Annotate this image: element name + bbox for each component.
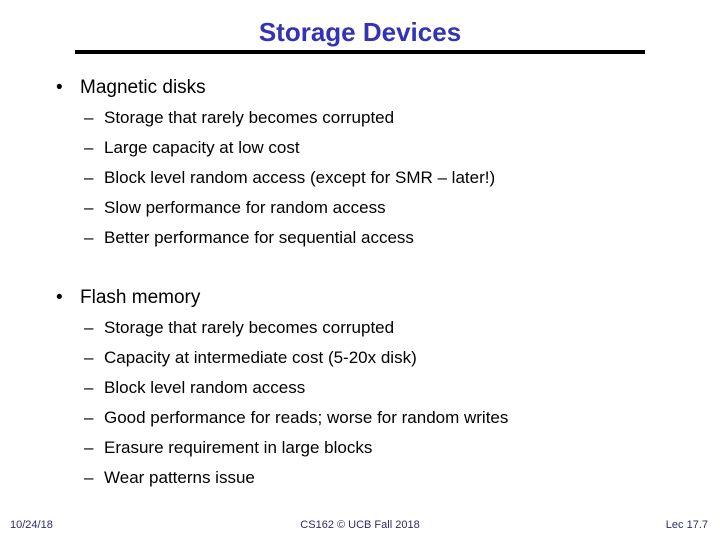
bullet-dash-icon: – xyxy=(84,438,94,457)
sub-bullet-item: – Better performance for sequential acce… xyxy=(0,223,720,253)
title-underline-rule xyxy=(75,50,645,54)
sub-bullet-label: Storage that rarely becomes corrupted xyxy=(104,318,395,337)
sub-bullet-label: Storage that rarely becomes corrupted xyxy=(104,108,395,127)
sub-bullet-item: – Large capacity at low cost xyxy=(0,133,720,163)
page-title: Storage Devices xyxy=(258,17,462,47)
bullet-dash-icon: – xyxy=(84,348,94,367)
bullet-dash-icon: – xyxy=(84,318,94,337)
bullet-dash-icon: – xyxy=(84,408,94,427)
bullet-dot-icon: • xyxy=(56,287,63,308)
sub-bullet-label: Better performance for sequential access xyxy=(104,228,414,247)
sub-bullet-item: – Erasure requirement in large blocks xyxy=(0,433,720,463)
bullet-dash-icon: – xyxy=(84,168,94,187)
bullet-dash-icon: – xyxy=(84,198,94,217)
bullet-group-flash-memory: • Flash memory – Storage that rarely bec… xyxy=(0,283,720,493)
sub-bullet-item: – Storage that rarely becomes corrupted xyxy=(0,103,720,133)
footer-course-credit: CS162 © UCB Fall 2018 xyxy=(300,519,420,531)
sub-bullet-label: Good performance for reads; worse for ra… xyxy=(104,408,509,427)
bullet-dash-icon: – xyxy=(84,228,94,247)
bullet-dot-icon: • xyxy=(56,77,63,98)
bullet-dash-icon: – xyxy=(84,108,94,127)
sub-bullet-item: – Good performance for reads; worse for … xyxy=(0,403,720,433)
sub-bullet-label: Block level random access xyxy=(104,378,306,397)
slide-footer: 10/24/18 CS162 © UCB Fall 2018 Lec 17.7 xyxy=(0,518,720,534)
bullet-group-magnetic-disks: • Magnetic disks – Storage that rarely b… xyxy=(0,73,720,253)
sub-bullet-item: – Slow performance for random access xyxy=(0,193,720,223)
title-block: Storage Devices xyxy=(0,17,720,47)
footer-lecture-number: Lec 17.7 xyxy=(665,519,708,531)
bullet-dash-icon: – xyxy=(84,138,94,157)
sub-bullet-label: Large capacity at low cost xyxy=(104,138,300,157)
slide-body: • Magnetic disks – Storage that rarely b… xyxy=(0,73,720,493)
sub-bullet-item: – Wear patterns issue xyxy=(0,463,720,493)
bullet-dash-icon: – xyxy=(84,378,94,397)
bullet-dash-icon: – xyxy=(84,468,94,487)
bullet-heading-magnetic-disks: • Magnetic disks xyxy=(0,73,720,103)
sub-bullet-item: – Block level random access (except for … xyxy=(0,163,720,193)
bullet-heading-flash-memory: • Flash memory xyxy=(0,283,720,313)
group-spacer xyxy=(0,253,720,283)
sub-bullet-item: – Block level random access xyxy=(0,373,720,403)
sub-bullet-label: Slow performance for random access xyxy=(104,198,386,217)
sub-bullet-label: Wear patterns issue xyxy=(104,468,255,487)
sub-bullet-label: Erasure requirement in large blocks xyxy=(104,438,373,457)
sub-bullet-label: Capacity at intermediate cost (5-20x dis… xyxy=(104,348,417,367)
sub-bullet-item: – Storage that rarely becomes corrupted xyxy=(0,313,720,343)
sub-bullet-label: Block level random access (except for SM… xyxy=(104,168,496,187)
bullet-heading-label: Magnetic disks xyxy=(80,77,206,98)
bullet-heading-label: Flash memory xyxy=(80,287,201,308)
footer-date: 10/24/18 xyxy=(10,519,53,531)
sub-bullet-item: – Capacity at intermediate cost (5-20x d… xyxy=(0,343,720,373)
